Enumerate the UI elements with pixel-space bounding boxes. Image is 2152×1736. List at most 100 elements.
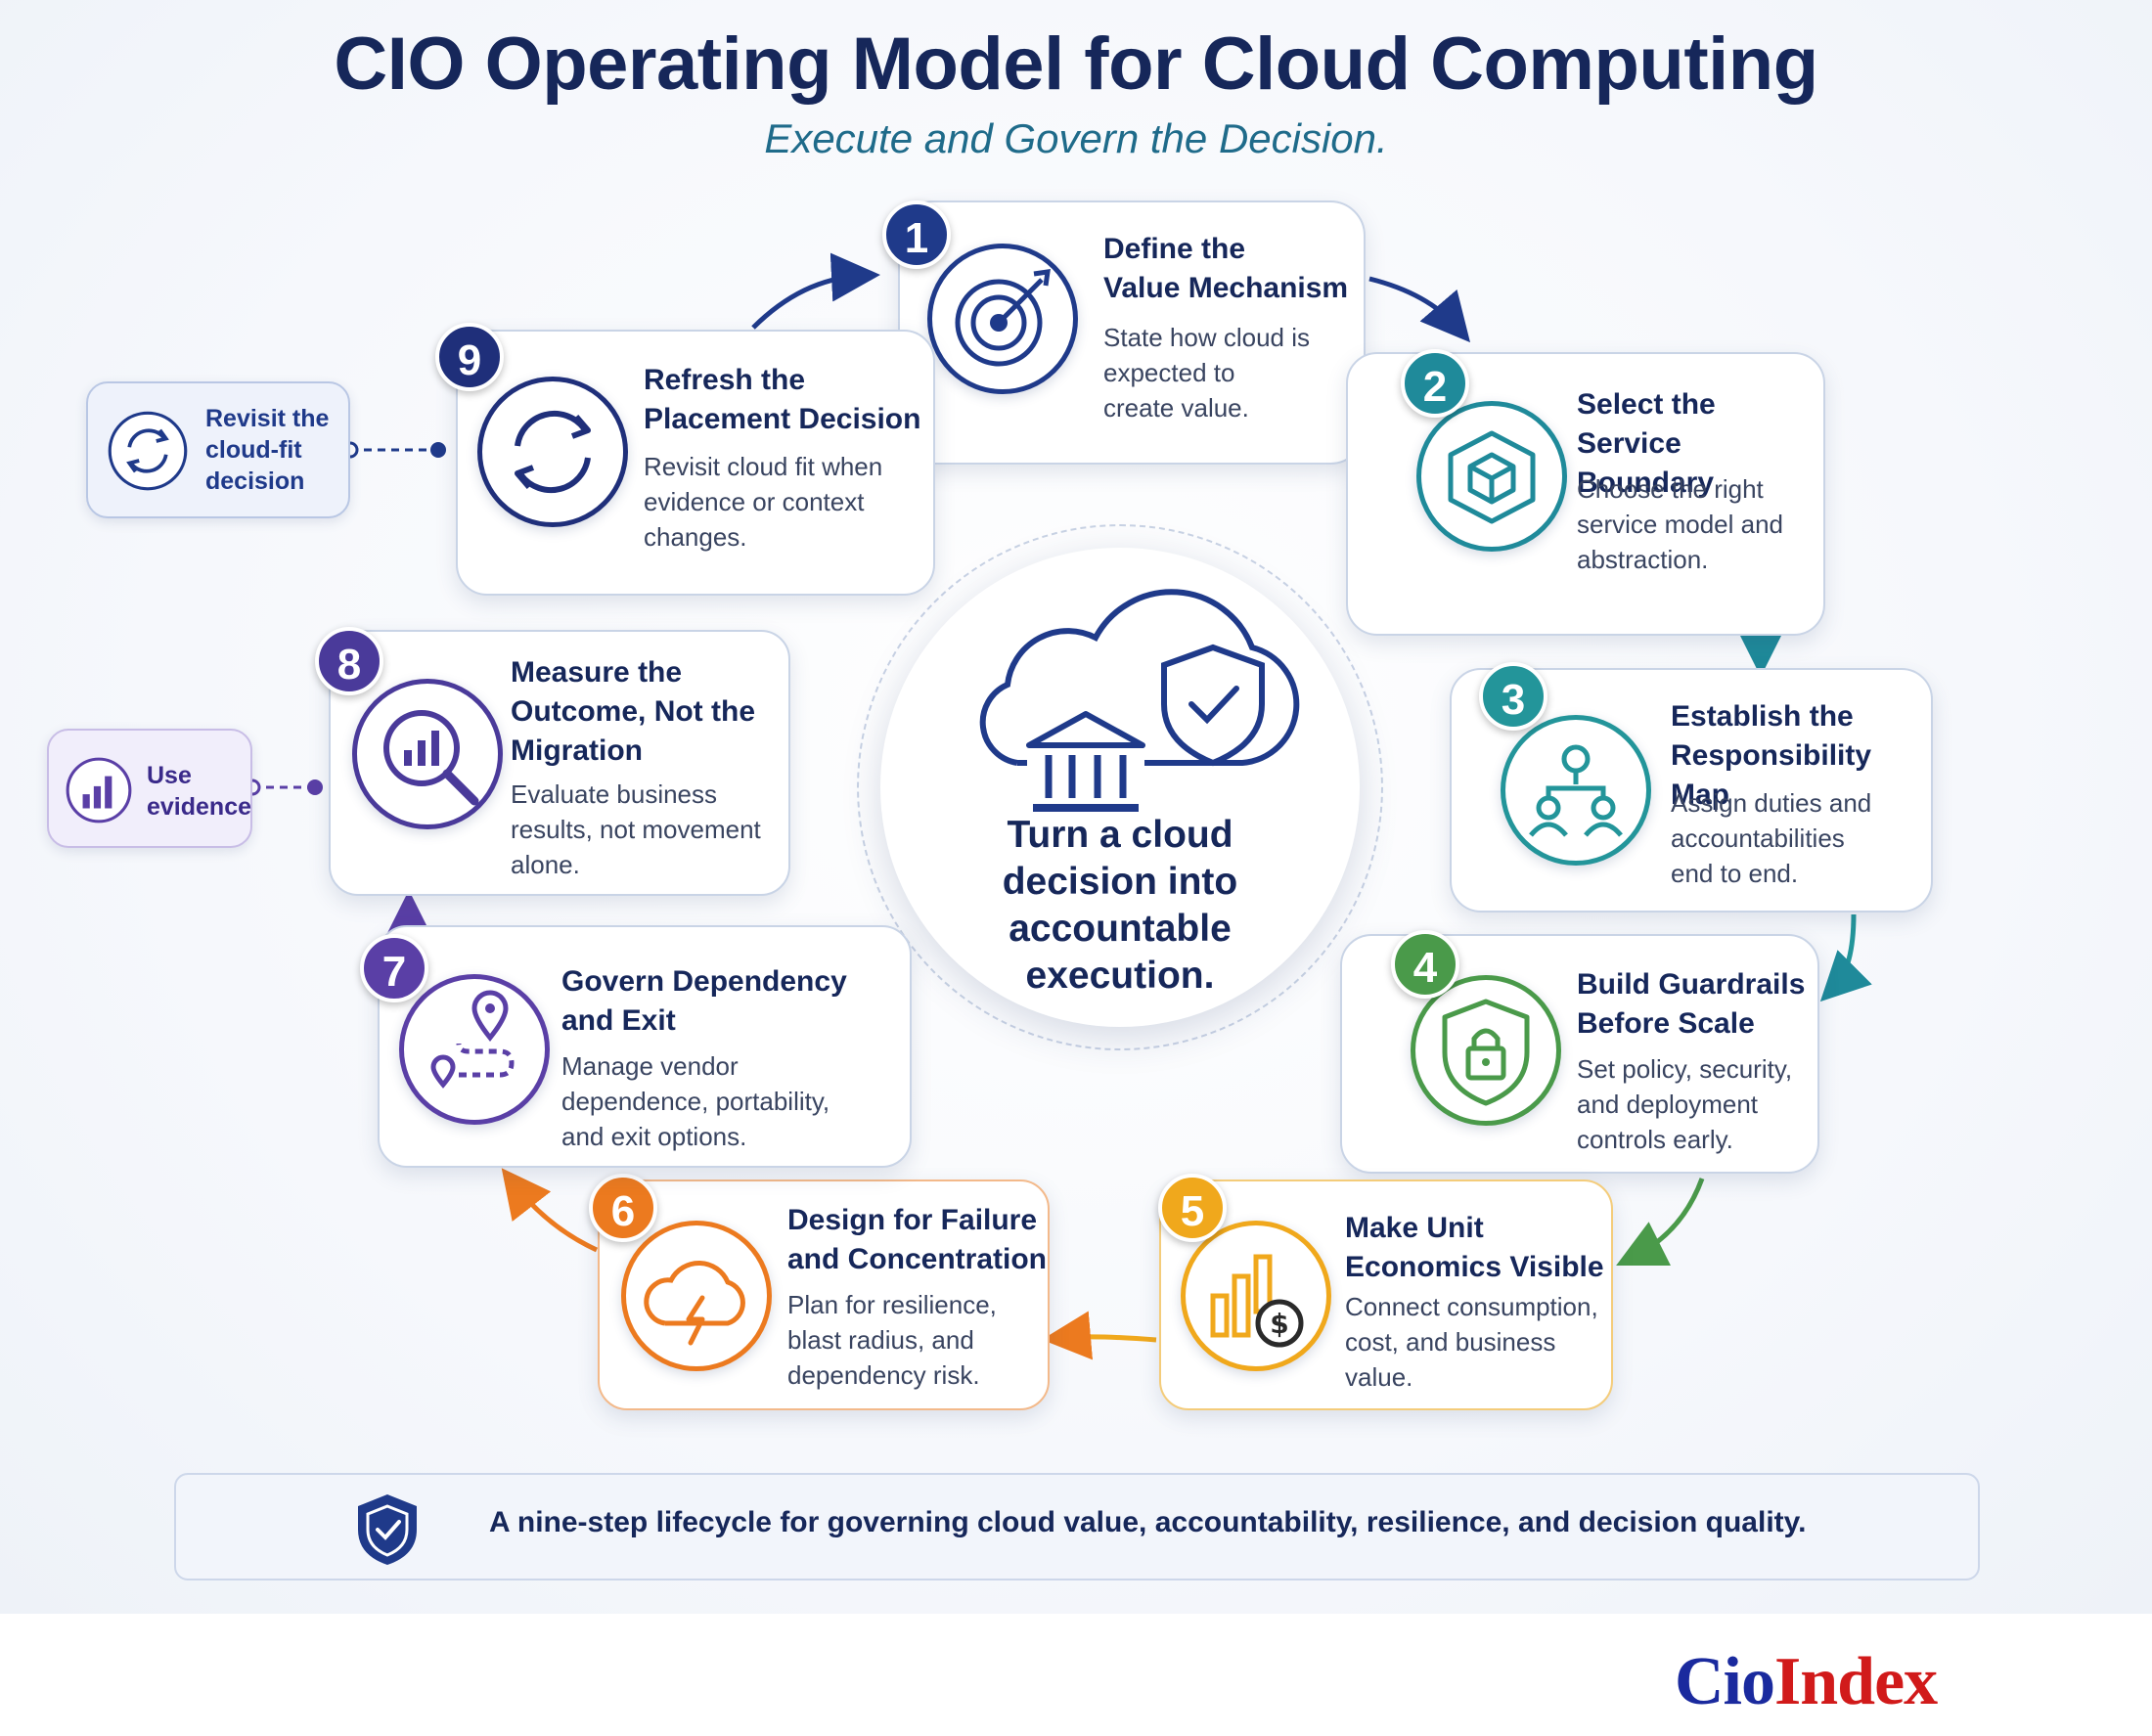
- step-5-card[interactable]: $ Make Unit Economics Visible Connect co…: [1159, 1180, 1613, 1410]
- refresh-icon: [108, 411, 188, 491]
- step-4-desc-line1: Set policy, security,: [1577, 1054, 1793, 1084]
- step-8-desc-line1: Evaluate business: [511, 779, 718, 809]
- step-6-title-line1: Design for Failure: [787, 1204, 1038, 1236]
- org-chart-icon: [1529, 744, 1623, 837]
- center-ring: [857, 524, 1383, 1050]
- step-9-title: Refresh the Placement Decision: [644, 361, 920, 439]
- refresh-icon: [515, 410, 591, 494]
- step-1-card[interactable]: Define the Value Mechanism State how clo…: [898, 200, 1366, 465]
- footer-bar: A nine-step lifecycle for governing clou…: [174, 1473, 1980, 1580]
- step-6-desc-line2: blast radius, and: [787, 1325, 974, 1355]
- step-3-desc-line2: accountabilities: [1671, 823, 1845, 853]
- evidence-line2: evidence: [147, 793, 252, 821]
- step-2-title-line1: Select the: [1577, 388, 1716, 421]
- step-5-desc-line3: value.: [1345, 1362, 1413, 1392]
- step-8-card[interactable]: Measure the Outcome, Not the Migration E…: [329, 630, 790, 896]
- magnifier-chart-icon: [383, 710, 479, 806]
- revisit-note: Revisit the cloud-fit decision: [86, 381, 350, 518]
- step-8-title-line3: Migration: [511, 734, 643, 767]
- shield-check-icon: [358, 1494, 417, 1565]
- step-2-description: Choose the right service model and abstr…: [1577, 471, 1783, 577]
- revisit-line1: Revisit the: [205, 405, 330, 432]
- step-5-title-line1: Make Unit: [1345, 1212, 1484, 1244]
- step-9-icon-circle: [477, 377, 628, 527]
- step-5-icon-circle: $: [1181, 1221, 1331, 1371]
- step-4-title-line1: Build Guardrails: [1577, 968, 1806, 1001]
- step-4-description: Set policy, security, and deployment con…: [1577, 1051, 1792, 1157]
- step-5-desc-line2: cost, and business: [1345, 1327, 1556, 1357]
- step-3-icon-circle: [1501, 715, 1651, 866]
- step-3-desc-line3: end to end.: [1671, 859, 1799, 888]
- step-8-desc-line3: alone.: [511, 850, 580, 879]
- route-pin-icon: [430, 990, 515, 1089]
- bar-chart-icon: [66, 757, 132, 823]
- step-8-title-line1: Measure the: [511, 656, 683, 689]
- step-1-title: Define the Value Mechanism: [1103, 230, 1348, 308]
- step-1-title-line2: Value Mechanism: [1103, 272, 1349, 304]
- step-9-card[interactable]: Refresh the Placement Decision Revisit c…: [456, 330, 935, 596]
- step-5-badge: 5: [1158, 1174, 1227, 1242]
- step-7-title: Govern Dependency and Exit: [561, 962, 847, 1041]
- step-2-icon-circle: [1416, 401, 1567, 552]
- step-8-icon-circle: [352, 679, 503, 829]
- step-4-title-line2: Before Scale: [1577, 1007, 1755, 1040]
- step-7-card[interactable]: Govern Dependency and Exit Manage vendor…: [378, 925, 912, 1168]
- step-6-title: Design for Failure and Concentration: [787, 1201, 1047, 1279]
- step-3-badge: 3: [1479, 662, 1547, 731]
- step-4-icon-circle: [1411, 975, 1561, 1126]
- cube-icon: [1448, 430, 1536, 524]
- step-4-badge: 4: [1391, 930, 1459, 999]
- step-3-title-line2: Responsibility Map: [1671, 739, 1872, 811]
- step-1-desc-line3: create value.: [1103, 393, 1249, 423]
- step-9-desc-line3: changes.: [644, 522, 747, 552]
- shield-lock-icon: [1442, 999, 1530, 1106]
- step-1-icon-circle: [927, 244, 1078, 394]
- step-8-description: Evaluate business results, not movement …: [511, 777, 761, 882]
- step-7-icon-circle: [399, 974, 550, 1125]
- step-6-card[interactable]: Design for Failure and Concentration Pla…: [598, 1180, 1050, 1410]
- step-2-title: Select the Service Boundary: [1577, 385, 1823, 503]
- step-6-badge: 6: [589, 1174, 657, 1242]
- revisit-note-label: Revisit the cloud-fit decision: [205, 403, 329, 497]
- step-1-desc-line1: State how cloud is: [1103, 323, 1311, 352]
- revisit-line2: cloud-fit: [205, 436, 302, 464]
- step-2-desc-line3: abstraction.: [1577, 545, 1709, 574]
- step-3-desc-line1: Assign duties and: [1671, 788, 1872, 818]
- center-statement: Turn a cloud decision into accountable e…: [1002, 814, 1238, 997]
- infographic-canvas: CIO Operating Model for Cloud Computing …: [0, 0, 2152, 1614]
- revisit-line3: decision: [205, 467, 305, 495]
- step-8-title: Measure the Outcome, Not the Migration: [511, 653, 755, 771]
- logo-part-index: Index: [1774, 1644, 1938, 1719]
- step-7-desc-line1: Manage vendor: [561, 1051, 739, 1081]
- step-6-desc-line3: dependency risk.: [787, 1360, 980, 1390]
- step-4-desc-line3: controls early.: [1577, 1125, 1733, 1154]
- step-6-description: Plan for resilience, blast radius, and d…: [787, 1287, 997, 1393]
- step-6-desc-line1: Plan for resilience,: [787, 1290, 997, 1319]
- step-7-description: Manage vendor dependence, portability, a…: [561, 1048, 829, 1154]
- step-7-badge: 7: [360, 934, 428, 1002]
- step-1-title-line1: Define the: [1103, 233, 1246, 265]
- evidence-note: Use evidence: [47, 729, 252, 848]
- evidence-note-label: Use evidence: [147, 760, 251, 823]
- step-7-title-line2: and Exit: [561, 1004, 676, 1037]
- step-7-desc-line2: dependence, portability,: [561, 1087, 830, 1116]
- step-9-desc-line1: Revisit cloud fit when: [644, 452, 883, 481]
- step-3-title-line1: Establish the: [1671, 700, 1854, 733]
- target-icon: [955, 269, 1051, 367]
- step-5-description: Connect consumption, cost, and business …: [1345, 1289, 1598, 1395]
- page-title: CIO Operating Model for Cloud Computing: [334, 22, 1818, 106]
- step-8-badge: 8: [315, 627, 383, 695]
- step-3-title: Establish the Responsibility Map: [1671, 697, 1931, 815]
- footer-text: A nine-step lifecycle for governing clou…: [489, 1506, 1807, 1538]
- evidence-line1: Use: [147, 762, 192, 789]
- step-7-desc-line3: and exit options.: [561, 1122, 747, 1151]
- step-9-title-line2: Placement Decision: [644, 403, 921, 435]
- step-2-desc-line1: Choose the right: [1577, 474, 1764, 504]
- step-5-desc-line1: Connect consumption,: [1345, 1292, 1598, 1321]
- step-7-title-line1: Govern Dependency: [561, 965, 847, 998]
- step-5-title-line2: Economics Visible: [1345, 1251, 1604, 1283]
- cioindex-logo: CioIndex: [1675, 1643, 1938, 1721]
- step-9-description: Revisit cloud fit when evidence or conte…: [644, 449, 882, 555]
- page-subtitle: Execute and Govern the Decision.: [764, 115, 1388, 161]
- step-1-badge: 1: [882, 200, 951, 269]
